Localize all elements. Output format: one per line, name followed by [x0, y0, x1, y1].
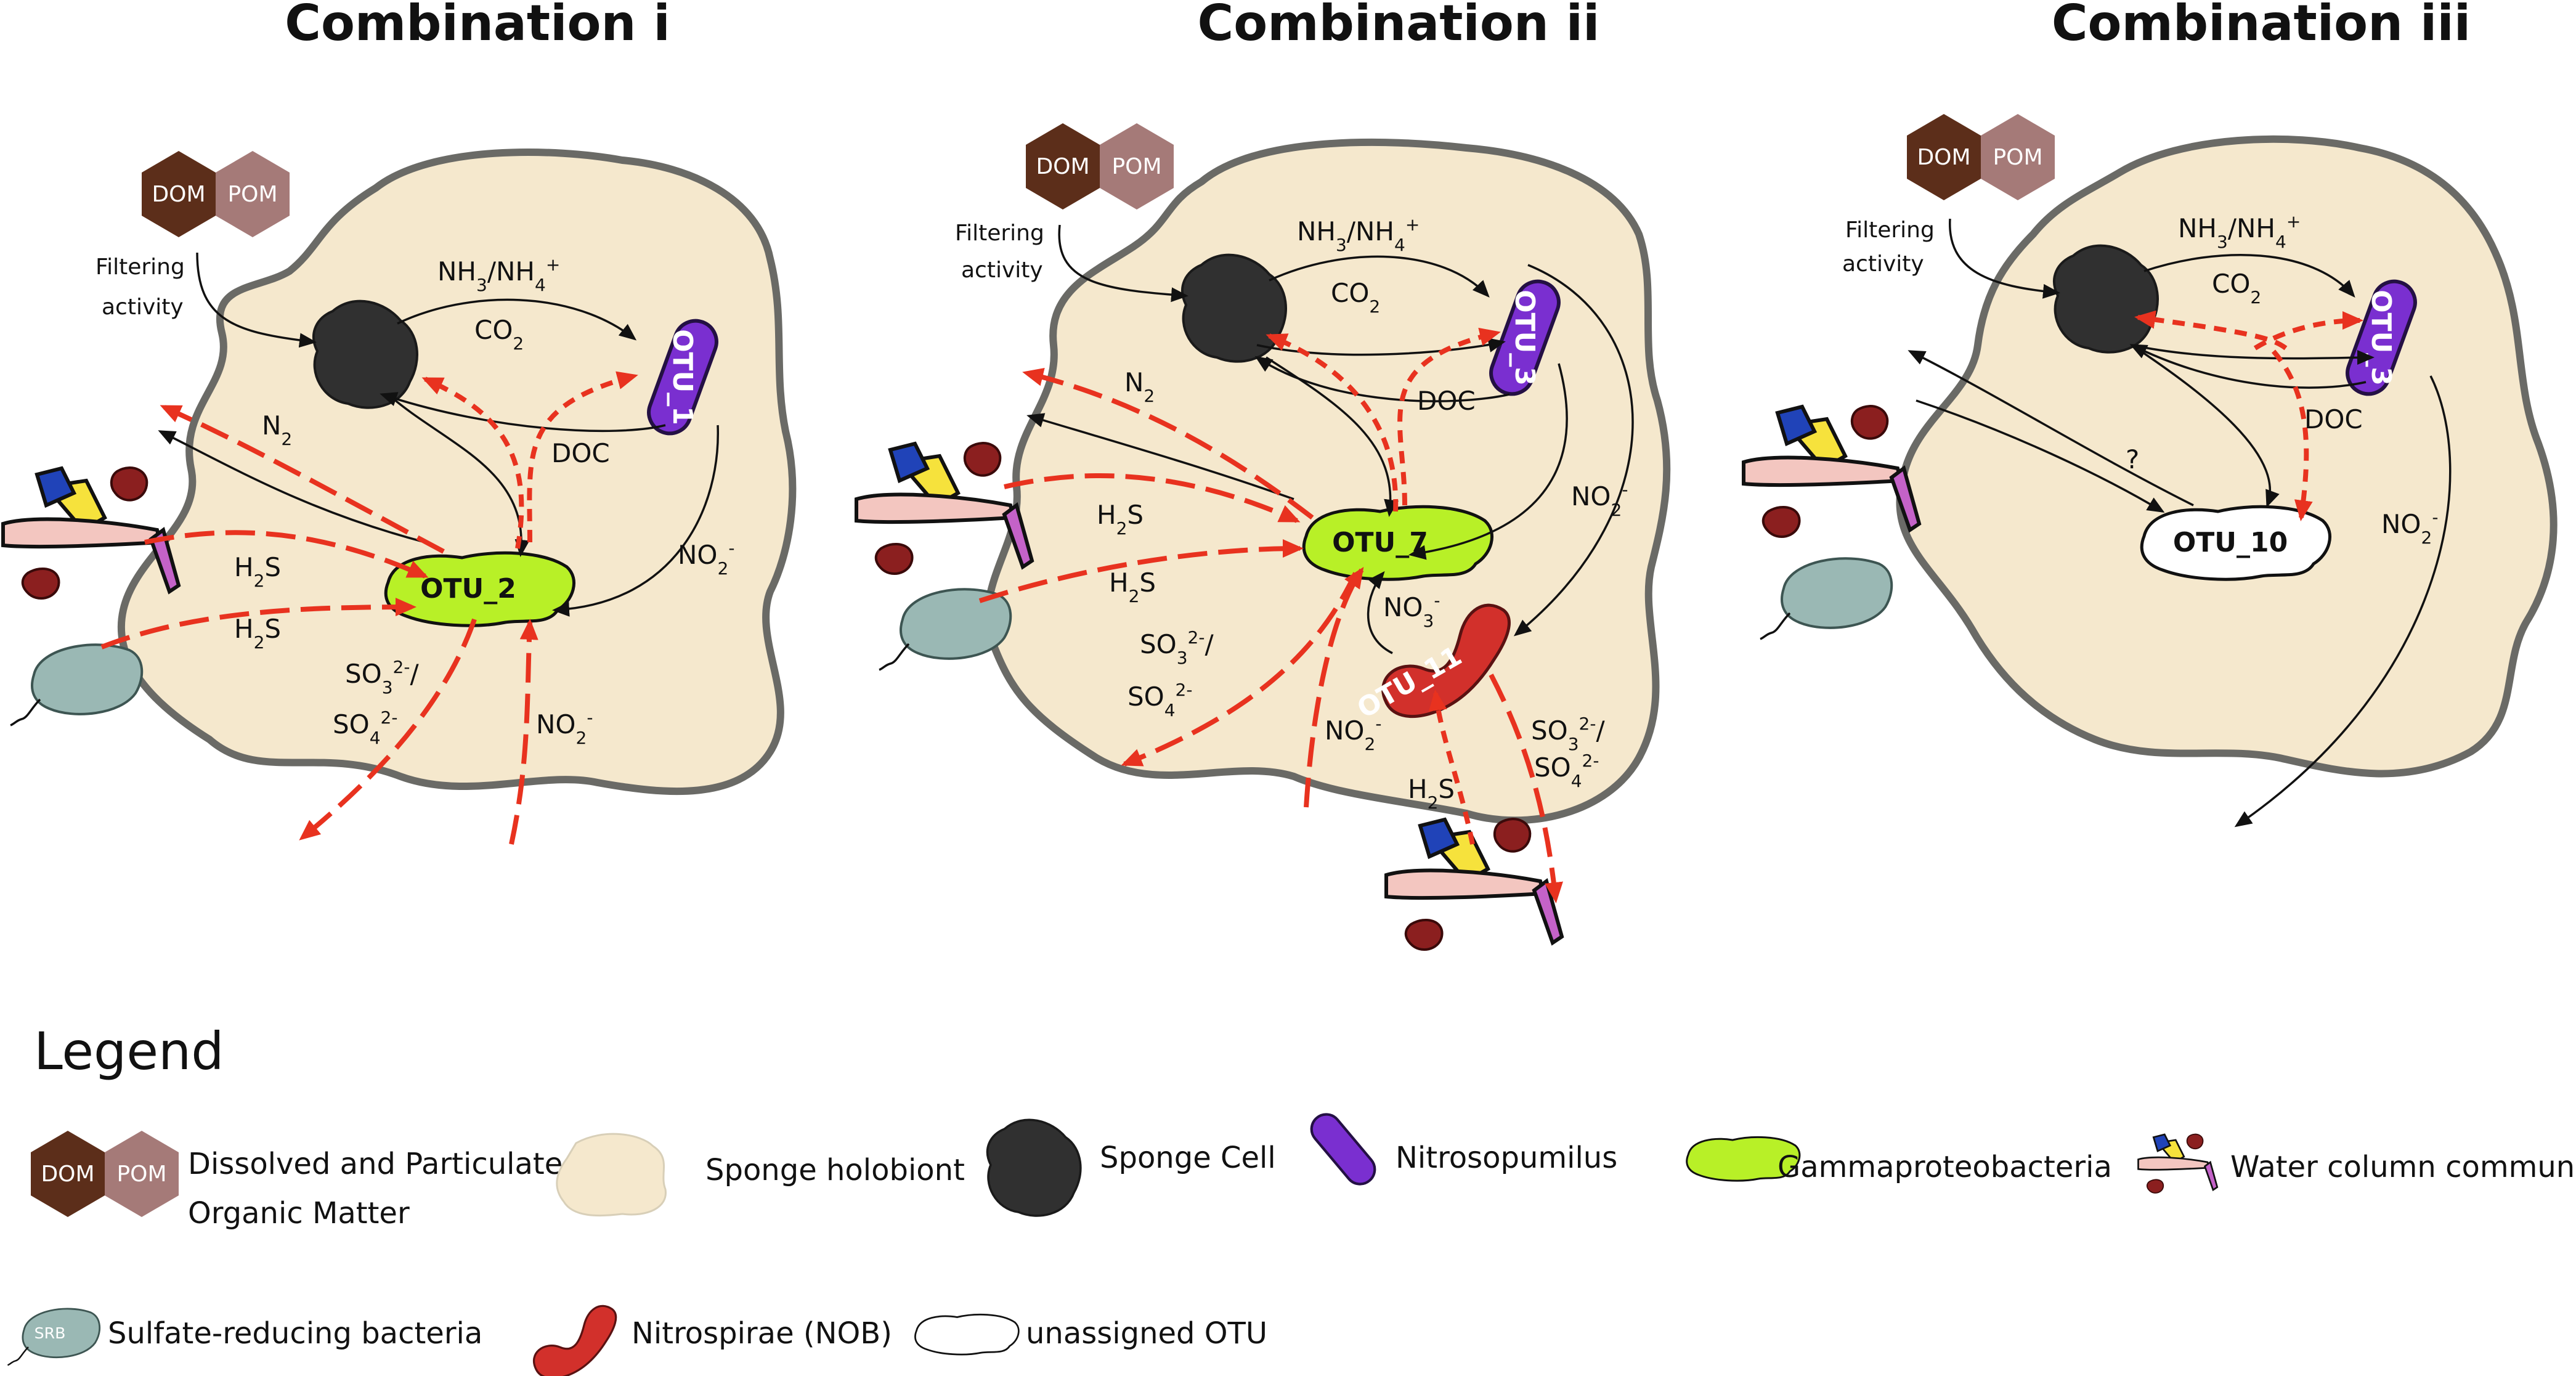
srb-icon	[9, 643, 144, 727]
water-column-icon-bottom	[1386, 819, 1562, 950]
svg-text:SO32-/: SO32-/	[345, 657, 419, 698]
panel-title: Combination iii	[2052, 0, 2471, 52]
svg-text:N2: N2	[1124, 367, 1155, 406]
otu-10-cell: OTU_10	[2142, 507, 2330, 579]
svg-text:SO32-/: SO32-/	[1140, 627, 1214, 668]
svg-text:NH3/NH4+: NH3/NH4+	[2178, 211, 2301, 252]
svg-text:SO42-: SO42-	[1128, 680, 1192, 720]
activity-label: activity	[961, 258, 1043, 283]
svg-text:H2S: H2S	[1408, 774, 1455, 813]
svg-text:OTU_3: OTU_3	[1509, 290, 1540, 386]
legend-heading: Legend	[34, 1021, 224, 1081]
otu-2-cell: OTU_2	[386, 553, 574, 625]
panel-combination-iii: Combination iii DOM POM Filtering activi…	[1744, 0, 2558, 828]
svg-text:OTU_3: OTU_3	[2365, 290, 2397, 386]
legend-nitrosopumilus-icon	[1306, 1109, 1381, 1190]
legend-srb-icon: SRB	[7, 1308, 101, 1366]
srb-icon	[1759, 557, 1893, 640]
activity-label: activity	[1842, 251, 1924, 277]
filtering-label: Filtering	[1845, 218, 1935, 243]
doc-label: DOC	[551, 438, 610, 468]
legend-nitrospirae-icon	[532, 1305, 617, 1376]
panel-combination-i: Combination i DOM POM Filtering activity…	[3, 0, 797, 845]
otu-1-cell: OTU_1	[633, 311, 732, 442]
svg-text:N2: N2	[262, 410, 292, 449]
svg-text:NH3/NH4+: NH3/NH4+	[1297, 214, 1420, 255]
legend-sponge-cell-icon	[986, 1118, 1082, 1217]
sponge-holobiont	[117, 148, 797, 796]
legend-nitrospirae: Nitrospirae (NOB)	[632, 1316, 892, 1351]
svg-text:DOM: DOM	[1036, 154, 1089, 179]
filtering-label: Filtering	[95, 254, 185, 280]
svg-text:NO2-: NO2-	[2381, 507, 2438, 548]
svg-text:CO2: CO2	[2212, 269, 2261, 307]
svg-text:NO2-: NO2-	[1571, 479, 1628, 520]
svg-text:SO42-: SO42-	[333, 707, 397, 748]
svg-text:OTU_2: OTU_2	[420, 573, 516, 605]
doc-label: DOC	[1417, 386, 1476, 416]
svg-text:DOM: DOM	[1917, 145, 1970, 170]
svg-text:POM: POM	[1111, 154, 1161, 179]
svg-text:H2S: H2S	[234, 614, 281, 653]
otu-3-cell: OTU_3	[1476, 272, 1574, 403]
legend: Legend DOM POM Dissolved and Particulate…	[7, 1021, 2576, 1376]
svg-text:DOM: DOM	[41, 1162, 94, 1187]
panel-combination-ii: Combination ii DOM POM Filtering activit…	[856, 0, 1671, 950]
svg-text:NO2-: NO2-	[536, 707, 593, 748]
question-label: ?	[2126, 444, 2139, 474]
svg-text:POM: POM	[1993, 145, 2042, 170]
svg-text:NO3-: NO3-	[1383, 590, 1440, 631]
legend-water-column: Water column community	[2230, 1150, 2576, 1184]
svg-text:Organic Matter: Organic Matter	[188, 1196, 410, 1231]
legend-unassigned-icon	[914, 1313, 1020, 1356]
legend-srb: Sulfate-reducing bacteria	[108, 1316, 482, 1351]
panel-title: Combination ii	[1198, 0, 1600, 52]
doc-label: DOC	[2304, 404, 2363, 434]
svg-text:SRB: SRB	[35, 1324, 66, 1342]
legend-nitrosopumilus: Nitrosopumilus	[1396, 1141, 1617, 1175]
dom-pom-icon: DOM POM	[1026, 123, 1174, 210]
svg-text:NH3/NH4+: NH3/NH4+	[437, 254, 560, 295]
svg-text:H2S: H2S	[234, 552, 281, 591]
svg-text:SO32-/: SO32-/	[1531, 714, 1605, 754]
svg-text:POM: POM	[116, 1162, 166, 1187]
water-column-icon	[1744, 406, 1919, 537]
svg-text:POM: POM	[227, 182, 277, 207]
legend-sponge-cell: Sponge Cell	[1100, 1141, 1276, 1175]
otu-3-cell: OTU_3	[2332, 272, 2431, 403]
legend-gammaproteobacteria: Gammaproteobacteria	[1778, 1150, 2112, 1184]
svg-text:NO2-: NO2-	[1325, 714, 1381, 754]
svg-text:OTU_1: OTU_1	[667, 329, 698, 425]
legend-water-column-icon	[2137, 1133, 2219, 1194]
svg-text:H2S: H2S	[1097, 500, 1144, 539]
activity-label: activity	[102, 295, 184, 320]
svg-text:CO2: CO2	[474, 315, 524, 354]
legend-holobiont: Sponge holobiont	[705, 1153, 965, 1187]
dom-pom-icon: DOM POM	[142, 151, 290, 237]
svg-text:CO2: CO2	[1331, 278, 1380, 317]
legend-dom-pom-icon: DOM POM	[31, 1131, 179, 1217]
panel-title: Combination i	[285, 0, 670, 52]
filtering-label: Filtering	[955, 221, 1044, 246]
srb-icon	[878, 588, 1012, 671]
legend-unassigned: unassigned OTU	[1026, 1316, 1267, 1351]
svg-text:OTU_10: OTU_10	[2173, 527, 2288, 558]
svg-text:SO42-: SO42-	[1534, 751, 1599, 791]
svg-text:NO2-: NO2-	[678, 538, 734, 579]
legend-organic-matter: Dissolved and Particulate	[188, 1147, 563, 1181]
svg-text:DOM: DOM	[152, 182, 205, 207]
legend-holobiont-icon	[556, 1133, 667, 1217]
dom-pom-icon: DOM POM	[1907, 114, 2055, 200]
svg-text:H2S: H2S	[1109, 568, 1156, 606]
